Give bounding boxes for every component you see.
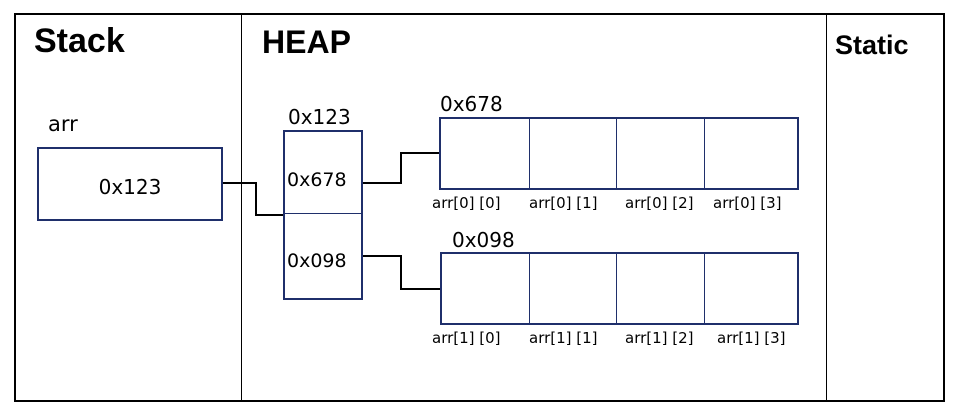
outer-array-box: 0x678 0x098 <box>283 130 363 300</box>
row1-cell-label-2: arr[1] [2] <box>625 329 694 347</box>
stack-to-outer-connector <box>223 182 283 216</box>
outer-array-slot-0: 0x678 <box>287 169 347 191</box>
heap-section-title: HEAP <box>262 24 351 60</box>
row0-cell-label-0: arr[0] [0] <box>432 194 501 212</box>
slot0-to-row0-connector <box>363 152 439 184</box>
row0-cell-label-2: arr[0] [2] <box>625 194 694 212</box>
outer-array-slot-1: 0x098 <box>287 250 347 272</box>
row0-cell-divider <box>704 119 705 188</box>
row0-array-box <box>439 117 799 190</box>
outer-array-slot-divider <box>285 213 361 214</box>
stack-reference-box: 0x123 <box>37 147 223 221</box>
row0-cell-divider <box>529 119 530 188</box>
row1-array-address: 0x098 <box>452 228 515 252</box>
row1-cell-label-1: arr[1] [1] <box>529 329 598 347</box>
stack-section-title: Stack <box>34 22 125 60</box>
stack-reference-value: 0x123 <box>98 175 162 199</box>
row1-cell-label-0: arr[1] [0] <box>432 329 501 347</box>
row1-cell-divider <box>529 254 530 323</box>
slot1-to-row1-connector <box>363 255 440 290</box>
row0-cell-divider <box>616 119 617 188</box>
stack-variable-name: arr <box>48 112 78 136</box>
row0-cell-label-1: arr[0] [1] <box>529 194 598 212</box>
row1-cell-divider <box>704 254 705 323</box>
row0-array-address: 0x678 <box>440 92 503 116</box>
row1-array-box <box>440 252 799 325</box>
outer-array-address: 0x123 <box>288 105 351 129</box>
row0-cell-label-3: arr[0] [3] <box>713 194 782 212</box>
row1-cell-label-3: arr[1] [3] <box>717 329 786 347</box>
row1-cell-divider <box>616 254 617 323</box>
heap-static-divider <box>826 13 827 402</box>
stack-heap-divider <box>241 13 242 402</box>
static-section-title: Static <box>835 30 909 60</box>
memory-diagram-frame <box>14 13 945 402</box>
